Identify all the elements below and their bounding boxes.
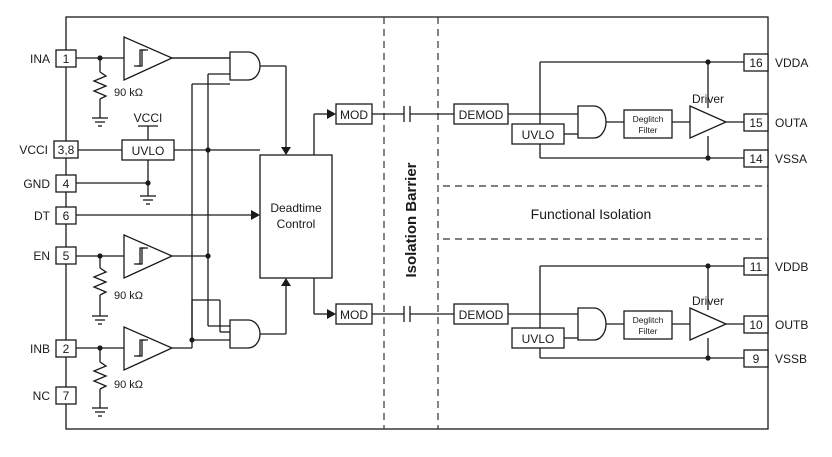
gnd-path (76, 180, 156, 205)
pin-inb-number: 2 (63, 342, 70, 356)
pin-vdda-number: 16 (749, 56, 763, 70)
pin-vssa-name: VSSA (775, 152, 807, 166)
and-gate-b-output (577, 307, 607, 341)
and-gate-a-output (577, 105, 607, 139)
pin-gnd: 4 GND (23, 174, 77, 193)
pin-dt-number: 6 (63, 209, 70, 223)
deglitch-filter-a (623, 109, 673, 139)
pin-vssa-number: 14 (749, 152, 763, 166)
deglitch-filter-b (623, 310, 673, 340)
schmitt-buffer-en (123, 234, 174, 280)
inb-input-path: 90 kΩ (76, 299, 230, 417)
pin-vddb-name: VDDB (775, 260, 808, 274)
pin-outb-number: 10 (749, 318, 763, 332)
deglitch-a-line1: Deglitch (633, 114, 664, 124)
functional-isolation-label: Functional Isolation (531, 206, 652, 222)
mod-a-label: MOD (340, 108, 368, 122)
ina-input-path: 90 kΩ (76, 36, 230, 127)
deglitch-b-line2: Filter (639, 326, 658, 336)
pin-outa-name: OUTA (775, 116, 807, 130)
schmitt-buffer-inb (123, 326, 174, 372)
output-stage-a: UVLO Deglitch Filter Driver (508, 59, 744, 161)
resistor-inb-label: 90 kΩ (114, 379, 143, 391)
pin-vcci: 3,8 VCCI (19, 140, 79, 159)
pin-inb: 2 INB (30, 339, 77, 358)
pin-outb: 10 OUTB (743, 315, 808, 334)
pin-outa-number: 15 (749, 116, 763, 130)
pin-nc-name: NC (33, 389, 51, 403)
pin-vdda: 16 VDDA (743, 53, 808, 72)
mod-b-label: MOD (340, 308, 368, 322)
driver-a-label: Driver (692, 92, 724, 106)
pin-vddb-number: 11 (750, 260, 763, 274)
uvlo-b-label: UVLO (522, 332, 555, 346)
pin-outb-name: OUTB (775, 318, 808, 332)
channel-b-isolation: MOD DEMOD (335, 303, 509, 325)
pin-inb-name: INB (30, 342, 50, 356)
pin-en-number: 5 (63, 249, 70, 263)
pin-dt: 6 DT (34, 206, 77, 225)
pin-nc: 7 NC (33, 386, 77, 405)
pin-vssb: 9 VSSB (743, 349, 807, 368)
pin-en-name: EN (33, 249, 50, 263)
driver-b (689, 306, 728, 342)
pin-outa: 15 OUTA (743, 113, 807, 132)
deglitch-a-line2: Filter (639, 125, 658, 135)
isolation-barrier-label: Isolation Barrier (403, 162, 420, 277)
dt-path (76, 210, 260, 220)
vcci-uvlo-path: UVLO VCCI (78, 111, 260, 183)
uvlo-a-label: UVLO (522, 128, 555, 142)
pin-vssb-number: 9 (753, 352, 760, 366)
en-input-path: 90 kΩ (76, 234, 211, 325)
pin-vssa: 14 VSSA (743, 149, 807, 168)
uvlo-input-label: UVLO (132, 144, 165, 158)
channel-a-isolation: MOD DEMOD (335, 103, 509, 125)
demod-a-label: DEMOD (459, 108, 504, 122)
and-gate-b-input (229, 319, 261, 349)
pin-dt-name: DT (34, 209, 51, 223)
pin-gnd-number: 4 (63, 177, 70, 191)
deadtime-label-line2: Control (277, 217, 316, 231)
vcci-supply-label: VCCI (134, 111, 163, 125)
pin-gnd-name: GND (23, 177, 50, 191)
pin-vdda-name: VDDA (775, 56, 808, 70)
pin-nc-number: 7 (63, 389, 70, 403)
pin-vcci-number: 3,8 (58, 143, 75, 157)
and-gate-a-input (229, 51, 261, 81)
deadtime-control-block: Deadtime Control (259, 154, 333, 279)
deglitch-b-line1: Deglitch (633, 315, 664, 325)
pin-ina-name: INA (30, 52, 50, 66)
resistor-en-label: 90 kΩ (114, 290, 143, 302)
driver-a (689, 104, 728, 140)
demod-b-label: DEMOD (459, 308, 504, 322)
output-stage-b: UVLO Deglitch Filter Driver (508, 263, 744, 361)
pin-vssb-name: VSSB (775, 352, 807, 366)
resistor-ina-label: 90 kΩ (114, 87, 143, 99)
pin-vddb: 11 VDDB (743, 257, 808, 276)
pin-ina-number: 1 (63, 52, 70, 66)
pin-en: 5 EN (33, 246, 77, 265)
pin-ina: 1 INA (30, 49, 77, 68)
deadtime-label-line1: Deadtime (270, 201, 322, 215)
pin-vcci-name: VCCI (19, 143, 48, 157)
driver-b-label: Driver (692, 294, 724, 308)
schmitt-buffer-ina (123, 36, 174, 82)
